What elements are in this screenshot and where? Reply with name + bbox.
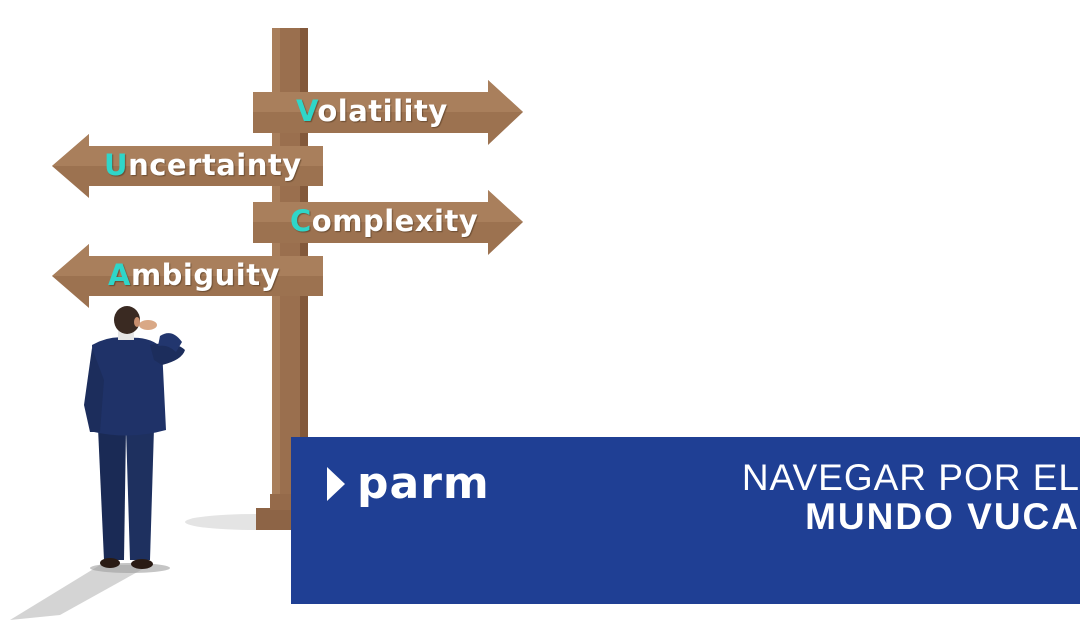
sign-label-ambiguity: Ambiguity (108, 258, 280, 292)
play-arrow-icon (327, 467, 345, 501)
arrow-ambiguity (52, 244, 323, 308)
sign-label-uncertainty: Uncertainty (104, 148, 302, 182)
arrow-uncertainty (52, 134, 323, 198)
sign-label-complexity: Complexity (290, 204, 479, 238)
businessman-figure (84, 306, 185, 569)
headline-line-1: NAVEGAR POR EL (741, 457, 1080, 498)
headline: NAVEGAR POR EL MUNDO VUCA (742, 459, 1080, 537)
man-shadow (10, 563, 170, 620)
title-banner: parm NAVEGAR POR EL MUNDO VUCA (291, 437, 1080, 604)
arrow-complexity (253, 190, 523, 255)
arrow-volatility (253, 80, 523, 145)
sign-label-volatility: Volatility (296, 94, 448, 128)
logo-text: parm (357, 458, 490, 509)
parm-logo: parm (327, 459, 490, 509)
headline-line-2: MUNDO VUCA (805, 496, 1080, 537)
